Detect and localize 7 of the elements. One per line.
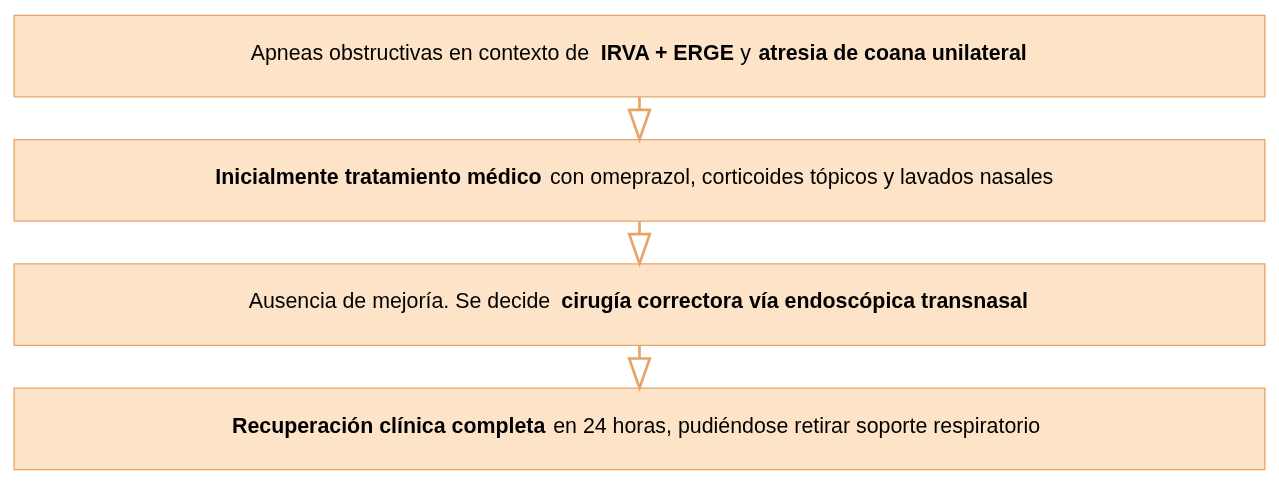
- node-box: Recuperación clínica completa en 24 horas, pudiéndose retirar soporte respiratorio: [13, 387, 1266, 471]
- node-box: Ausencia de mejoría. Se decide cirugía correctora vía endoscópica transnasal: [13, 263, 1266, 347]
- node-box: Apneas obstructivas en contexto de IRVA + ERGE y atresia de coana unilateral: [13, 14, 1266, 98]
- arrow: [627, 345, 652, 392]
- arrow: [627, 96, 652, 144]
- node-box: Inicialmente tratamiento médico con omeprazol, corticoides tópicos y lavados nasales: [13, 138, 1266, 222]
- arrow: [627, 221, 652, 268]
